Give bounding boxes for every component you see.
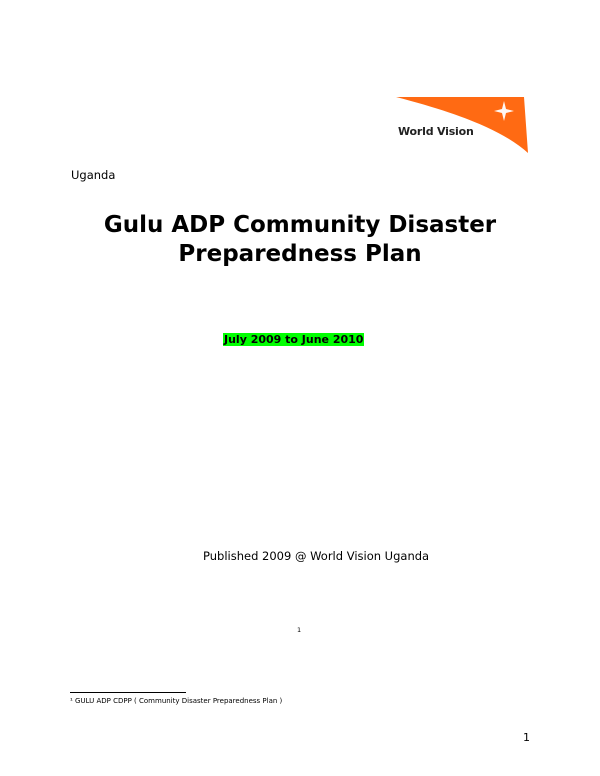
world-vision-logo: World Vision <box>396 97 530 153</box>
footnote-divider <box>70 692 186 693</box>
logo-text: World Vision <box>398 125 474 138</box>
title-line-2: Preparedness Plan <box>178 241 422 267</box>
page-number: 1 <box>523 731 530 744</box>
document-title: Gulu ADP Community Disaster Preparedness… <box>0 211 600 269</box>
country-label: Uganda <box>71 168 116 182</box>
footnote-reference: 1 <box>297 626 302 634</box>
published-statement: Published 2009 @ World Vision Uganda <box>203 549 430 563</box>
title-line-1: Gulu ADP Community Disaster <box>103 212 497 238</box>
footnote-text: ¹ GULU ADP CDPP ( Community Disaster Pre… <box>70 697 283 705</box>
world-vision-swoosh-icon <box>396 97 528 153</box>
plan-period: July 2009 to June 2010 <box>223 333 365 346</box>
